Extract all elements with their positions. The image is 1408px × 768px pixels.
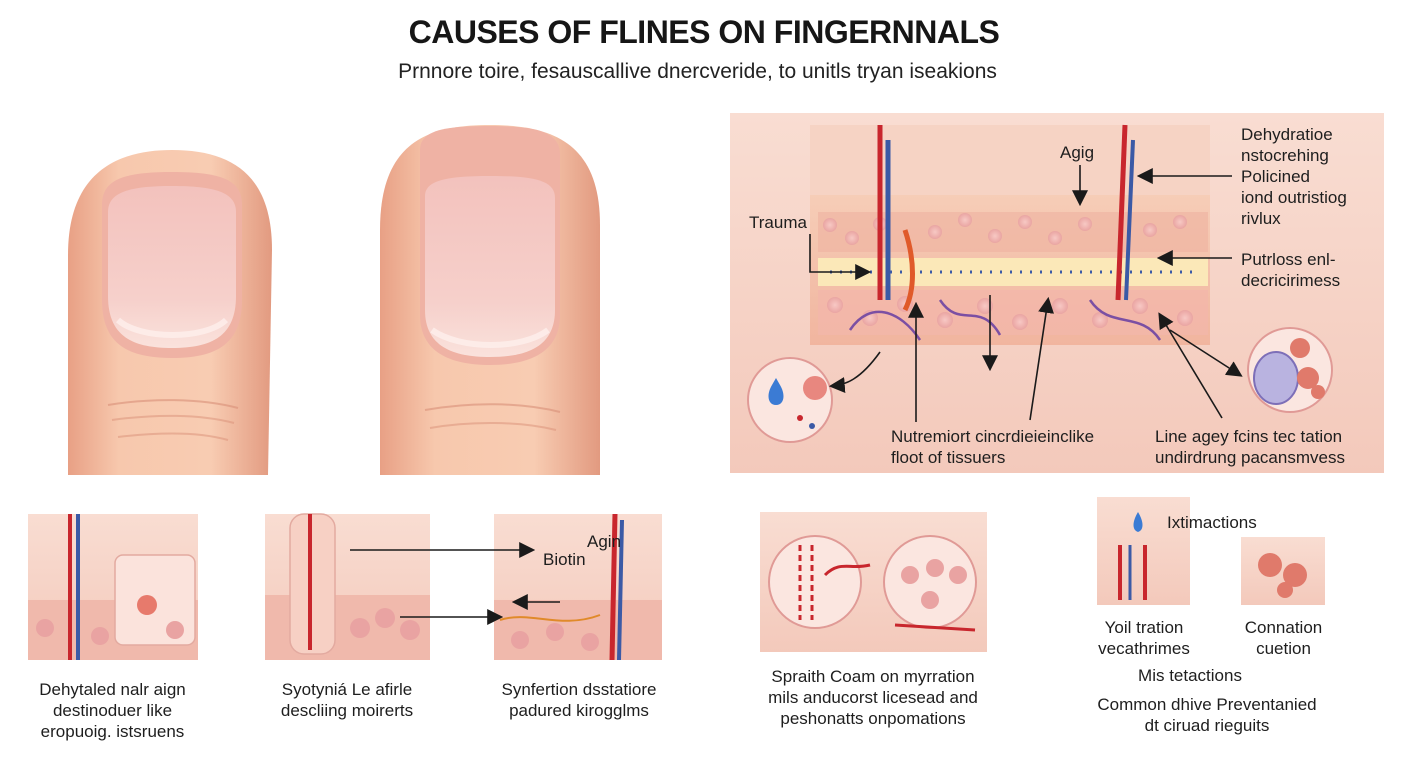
- label-interactions: Ixtimactions: [1167, 513, 1257, 532]
- caption-panel-3: Synfertion dsstatiore padured kirogglms: [501, 680, 657, 720]
- page-title: CAUSES OF FLINES ON FINGERNNALS: [408, 14, 1000, 50]
- label-biotin: Biotin: [543, 550, 586, 569]
- label-line-aging: Line agey fcins tec tation undirdrung pa…: [1155, 427, 1345, 467]
- bottom-panel-5-illustration: [1097, 497, 1325, 605]
- label-protein-loss: Putrloss enl- decricirimess: [1241, 250, 1341, 290]
- label-agin: Agin: [587, 532, 622, 551]
- label-nutrient-deficiency: Nutremiort cincrdieieinclike floot of ti…: [891, 427, 1095, 467]
- label-dehydration: Dehydratioe nstocrehing Policined iond o…: [1241, 125, 1347, 228]
- main-cross-section-diagram: [730, 113, 1384, 473]
- caption-panel-4: Spraith Coam on myrration mils anducorst…: [768, 667, 978, 728]
- bottom-panel-2-illustration: [265, 513, 430, 660]
- caption-panel-5-bottom: Common dhive Preventanied dt ciruad rieg…: [1097, 695, 1317, 735]
- caption-panel-5-left: Yoil tration vecathrimes: [1098, 618, 1190, 658]
- bottom-panel-4-illustration: [760, 512, 987, 652]
- caption-panel-5-right: Connation cuetion: [1244, 618, 1323, 658]
- finger-illustration-right: [380, 125, 600, 475]
- bottom-panel-3-illustration: [494, 513, 662, 661]
- bottom-panel-1-illustration: [28, 514, 198, 660]
- bottom-connector-arrows: [350, 542, 560, 625]
- caption-panel-5-mid: Mis tetactions: [1138, 666, 1242, 685]
- caption-panel-1: Dehytaled nalr aign destinoduer like ero…: [39, 680, 186, 741]
- label-trauma: Trauma: [749, 213, 807, 232]
- page-subtitle: Prnnore toire, fesauscallive dnercveride…: [398, 60, 997, 83]
- caption-panel-2: Syotyniá Le afirle descliing moirerts: [280, 680, 414, 720]
- finger-illustration-left: [68, 150, 272, 475]
- label-aging: Agig: [1060, 143, 1095, 162]
